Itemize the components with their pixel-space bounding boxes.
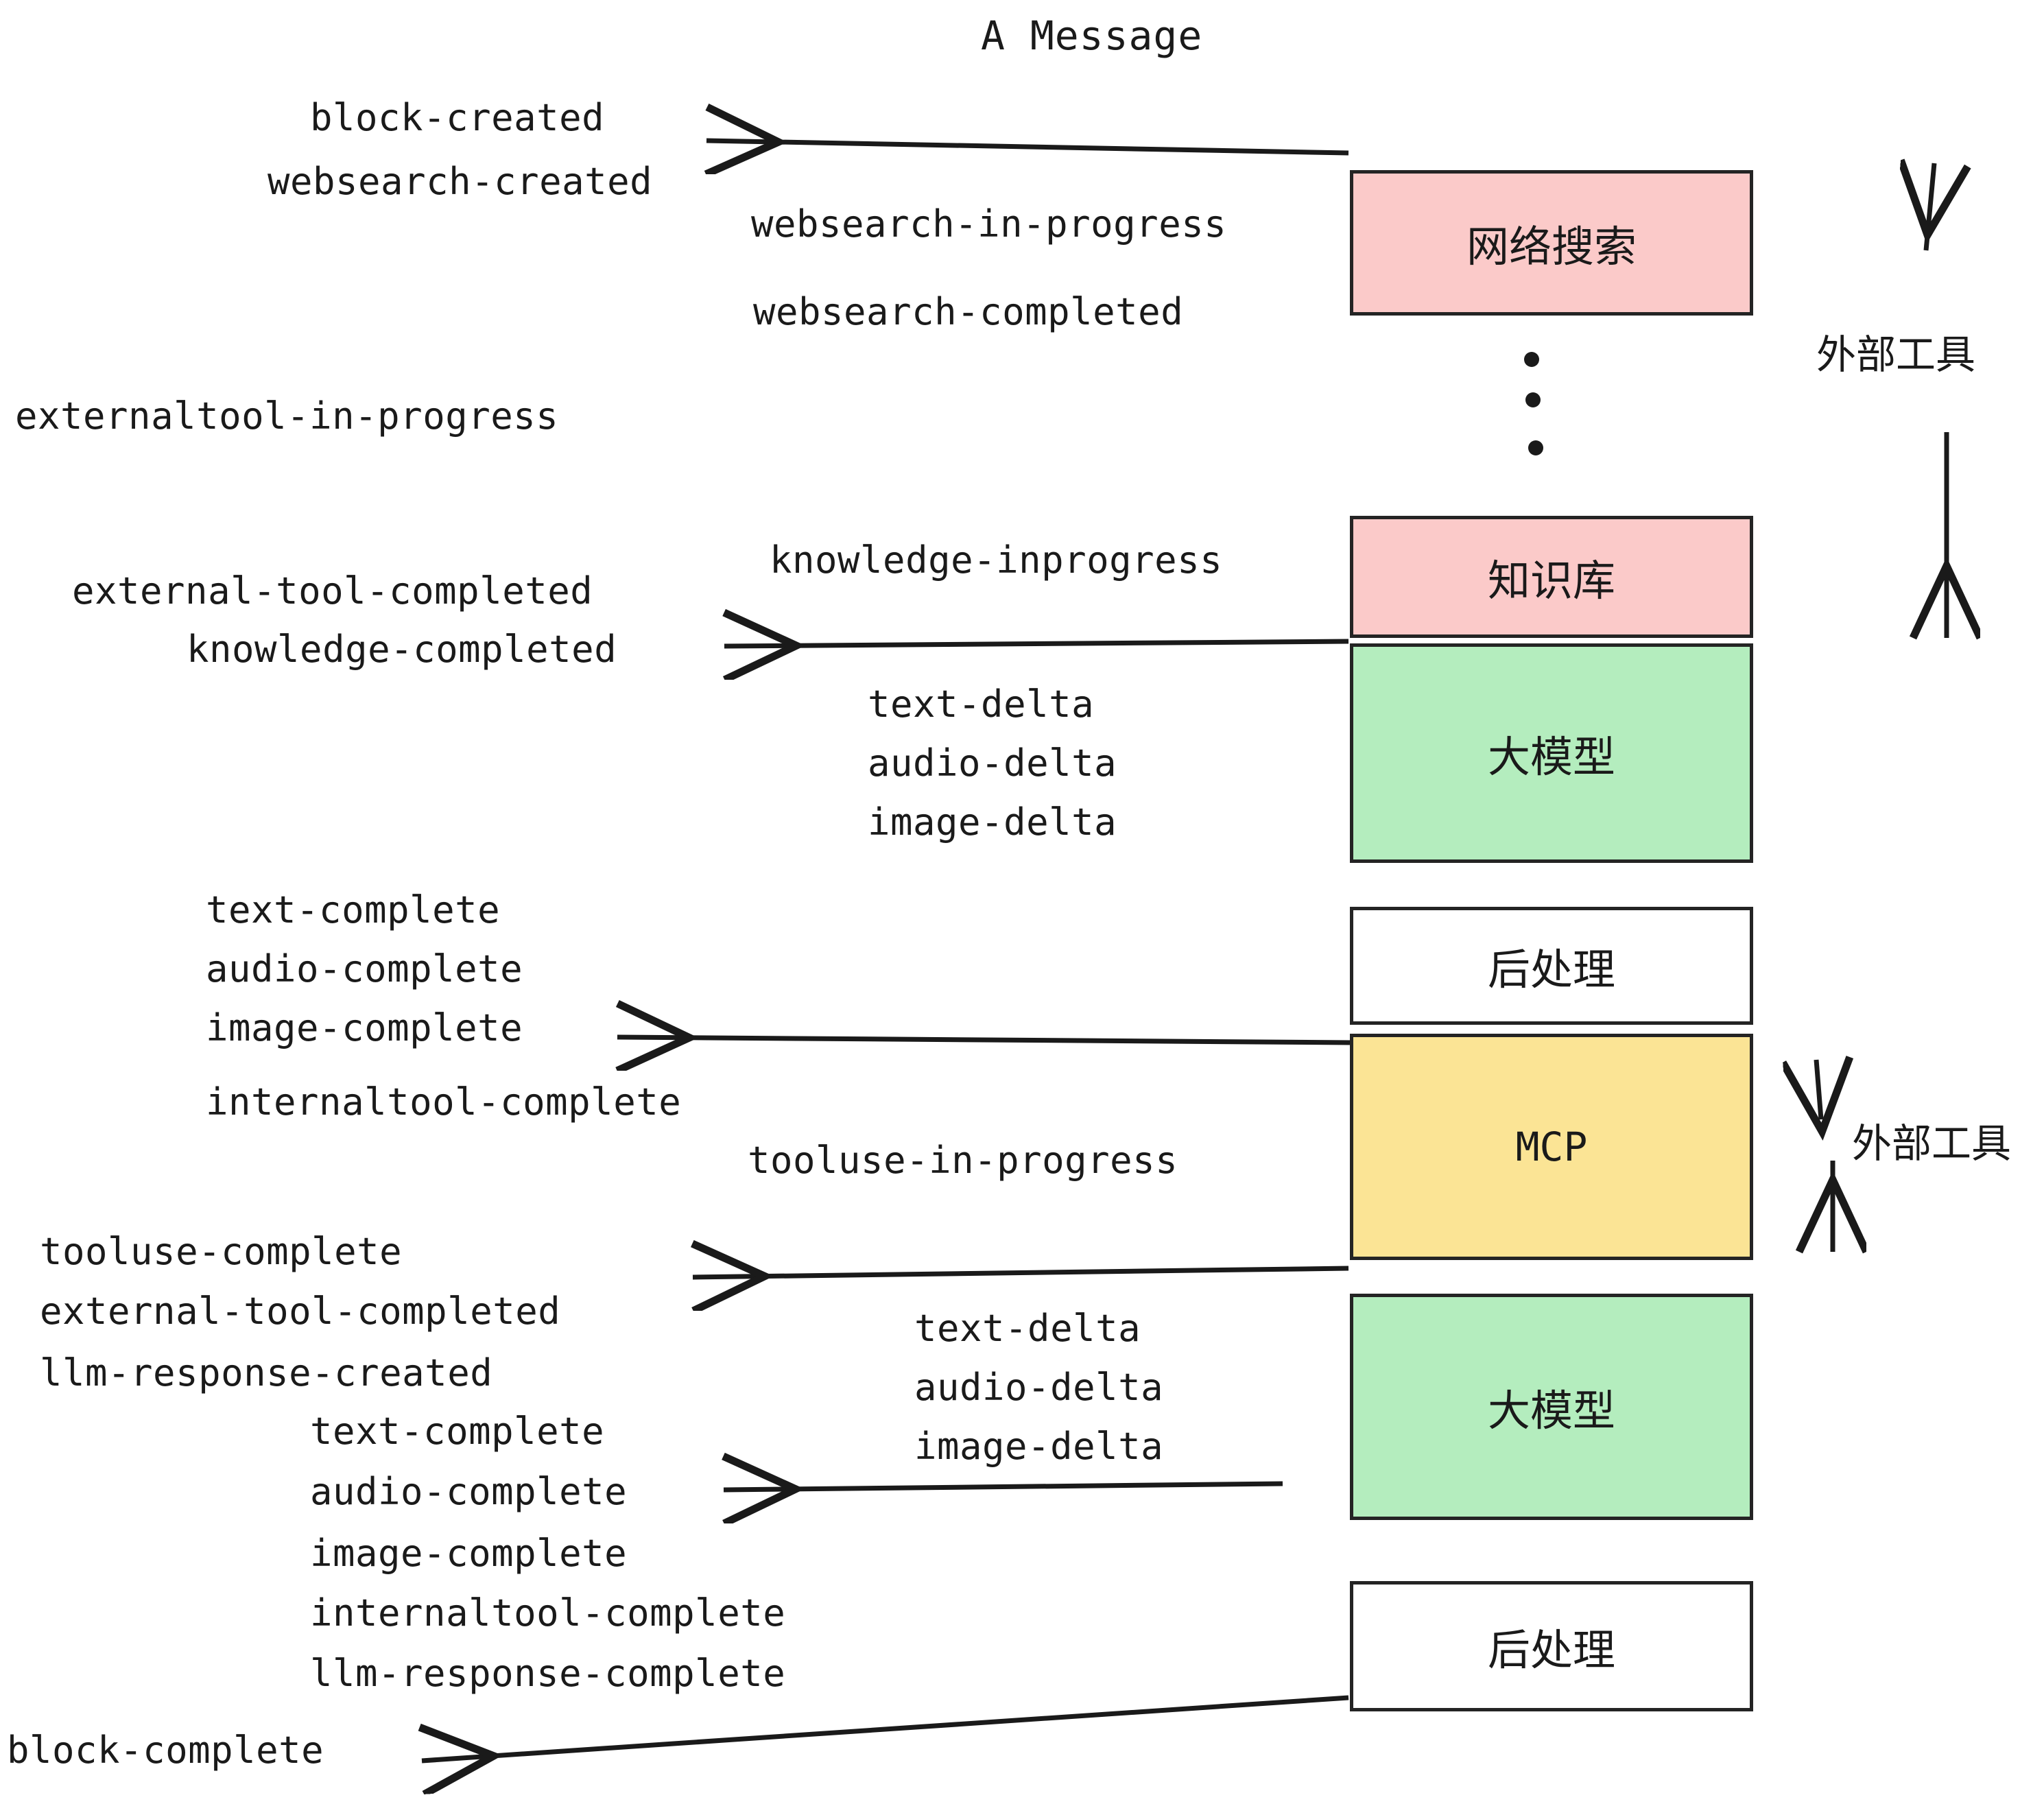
event-external-tool-completed-1: external-tool-completed — [72, 569, 593, 613]
event-internaltool-complete-2: internaltool-complete — [310, 1591, 786, 1635]
event-audio-delta-1: audio-delta — [868, 741, 1117, 785]
arrow-postprocess2-to-block-complete — [422, 1695, 1349, 1761]
node-postprocess-2[interactable]: 后处理 — [1350, 1581, 1753, 1711]
node-postprocess-1[interactable]: 后处理 — [1350, 907, 1753, 1025]
event-text-complete-1: text-complete — [206, 888, 501, 931]
event-knowledge-completed: knowledge-completed — [187, 628, 617, 671]
ellipsis-dot-icon — [1525, 392, 1541, 407]
event-websearch-completed: websearch-completed — [753, 290, 1184, 333]
event-text-complete-2: text-complete — [310, 1410, 605, 1453]
arrow-postprocess1-to-image-complete — [617, 1037, 1351, 1043]
side-label-external-tools-bottom: 外部工具 — [1852, 1120, 2012, 1167]
node-knowledge-label: 知识库 — [1487, 556, 1615, 606]
event-audio-complete-2: audio-complete — [310, 1470, 628, 1513]
event-websearch-in-progress: websearch-in-progress — [751, 202, 1227, 246]
event-externaltool-in-progress: externaltool-in-progress — [15, 394, 559, 438]
ellipsis-dot-icon — [1524, 352, 1539, 367]
node-mcp[interactable]: MCP — [1350, 1034, 1753, 1260]
node-llm-2-label: 大模型 — [1487, 1386, 1615, 1436]
external-tools-top-arrow-up — [1926, 163, 1934, 251]
node-websearch[interactable]: 网络搜索 — [1350, 170, 1753, 316]
event-image-delta-2: image-delta — [914, 1425, 1164, 1468]
event-llm-response-created: llm-response-created — [40, 1351, 493, 1394]
event-internaltool-complete-1: internaltool-complete — [206, 1080, 682, 1124]
arrow-knowledge-to-completed — [724, 641, 1349, 646]
event-tooluse-complete: tooluse-complete — [40, 1230, 403, 1273]
event-text-delta-1: text-delta — [868, 683, 1095, 726]
event-external-tool-completed-2: external-tool-completed — [40, 1290, 561, 1333]
node-websearch-label: 网络搜索 — [1466, 222, 1637, 272]
arrow-mcp-to-tooluse-complete — [693, 1268, 1349, 1277]
side-label-external-tools-top: 外部工具 — [1816, 331, 1976, 378]
event-image-delta-1: image-delta — [868, 800, 1117, 844]
event-llm-response-complete: llm-response-complete — [310, 1652, 786, 1695]
event-websearch-created: websearch-created — [268, 160, 653, 203]
node-knowledge[interactable]: 知识库 — [1350, 516, 1753, 638]
event-text-delta-2: text-delta — [914, 1307, 1141, 1350]
page-title: A Message — [981, 12, 1203, 59]
node-llm-2[interactable]: 大模型 — [1350, 1294, 1753, 1520]
node-postprocess-2-label: 后处理 — [1487, 1625, 1615, 1675]
arrow-websearch-to-block-created — [706, 141, 1349, 153]
node-mcp-label: MCP — [1515, 1124, 1588, 1170]
external-tools-bottom-arrow-up — [1816, 1060, 1821, 1119]
event-image-complete-1: image-complete — [206, 1006, 523, 1049]
arrow-llm2-to-audio-complete — [724, 1484, 1283, 1490]
ellipsis-dot-icon — [1528, 440, 1543, 455]
event-audio-complete-1: audio-complete — [206, 947, 523, 990]
event-knowledge-inprogress: knowledge-inprogress — [770, 538, 1223, 582]
node-llm-1-label: 大模型 — [1487, 732, 1615, 782]
event-tooluse-in-progress: tooluse-in-progress — [748, 1139, 1178, 1182]
event-audio-delta-2: audio-delta — [914, 1366, 1164, 1409]
node-llm-1[interactable]: 大模型 — [1350, 643, 1753, 863]
event-image-complete-2: image-complete — [310, 1532, 628, 1575]
event-block-complete: block-complete — [7, 1729, 324, 1772]
node-postprocess-1-label: 后处理 — [1487, 945, 1615, 995]
event-block-created: block-created — [310, 96, 605, 139]
